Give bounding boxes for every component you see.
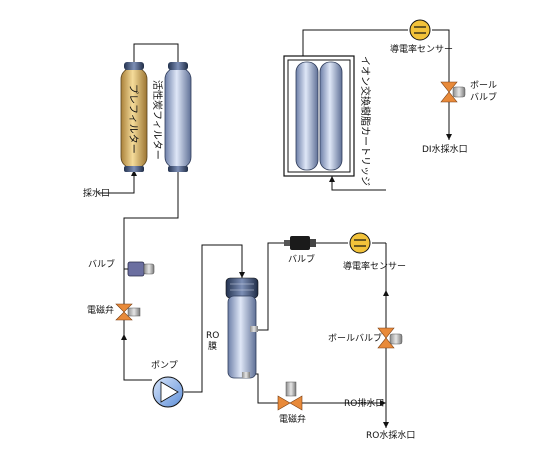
pump-icon[interactable] (152, 376, 184, 408)
label-conductivity-mid: 導電率センサー (343, 260, 406, 272)
arrow-head-ro-in (239, 272, 245, 278)
conductivity-sensor-top-icon (409, 19, 431, 41)
pipe-filter-bridge (133, 43, 179, 62)
valve-mid-icon[interactable] (284, 236, 316, 250)
ball-valve-mid-icon[interactable] (377, 327, 403, 349)
label-carbon-filter: 活性炭フィルター (151, 80, 164, 160)
label-valve-left: バルブ (88, 258, 115, 270)
label-ion-cartridge: イオン交換樹脂カートリッジ (359, 56, 372, 186)
piping (98, 29, 450, 428)
solenoid-bottom-icon[interactable] (277, 381, 303, 411)
arrow-head-solenoid (121, 334, 127, 340)
pipe-carbon-out (123, 170, 179, 381)
label-conductivity-top: 導電率センサー (390, 43, 453, 55)
label-ball-valve-mid: ボールバルブ (328, 332, 382, 344)
label-solenoid-left: 電磁弁 (87, 304, 114, 316)
arrow-head-cartridge (329, 176, 335, 182)
label-ball-valve-top-2: バルブ (470, 91, 497, 103)
pipe-cartridge-top (302, 29, 408, 56)
label-ro-drain: RO排水口 (344, 397, 384, 409)
arrow-head-drain (380, 400, 386, 406)
label-ball-valve-top-1: ボール (470, 80, 497, 91)
arrow-head-right-up (383, 290, 389, 296)
label-prefilter: プレフィルター (127, 84, 139, 154)
prefilter-vessel (120, 62, 148, 172)
arrow-head-di-outlet (446, 134, 452, 140)
arrow-head-inlet (131, 170, 137, 176)
pipe-ro-product (258, 242, 286, 331)
label-ro-outlet: RO水採水口 (366, 429, 415, 441)
label-di-outlet: DI水採水口 (422, 143, 468, 155)
label-solenoid-bottom: 電磁弁 (279, 413, 306, 425)
label-valve-mid: バルブ (288, 253, 315, 265)
pipe-sensor-top (432, 29, 450, 140)
label-ro-2: 膜 (208, 341, 217, 352)
ball-valve-top-icon[interactable] (440, 81, 466, 103)
ro-membrane-vessel (225, 277, 259, 379)
ion-cartridge-housing (283, 55, 355, 177)
solenoid-left-icon[interactable] (115, 303, 141, 321)
carbon-filter-vessel (164, 62, 192, 172)
valve-left-icon[interactable] (124, 261, 155, 277)
arrow-head-ro-outlet (383, 422, 389, 428)
flow-arrows (121, 134, 452, 428)
label-inlet: 採水口 (83, 187, 110, 199)
pipe-inlet (98, 170, 135, 194)
label-ro-1: RO (206, 331, 219, 341)
label-pump: ポンプ (151, 360, 178, 371)
conductivity-sensor-mid-icon (349, 232, 371, 254)
pipe-to-cartridge (331, 176, 386, 191)
pipe-pump-ro (184, 244, 243, 393)
